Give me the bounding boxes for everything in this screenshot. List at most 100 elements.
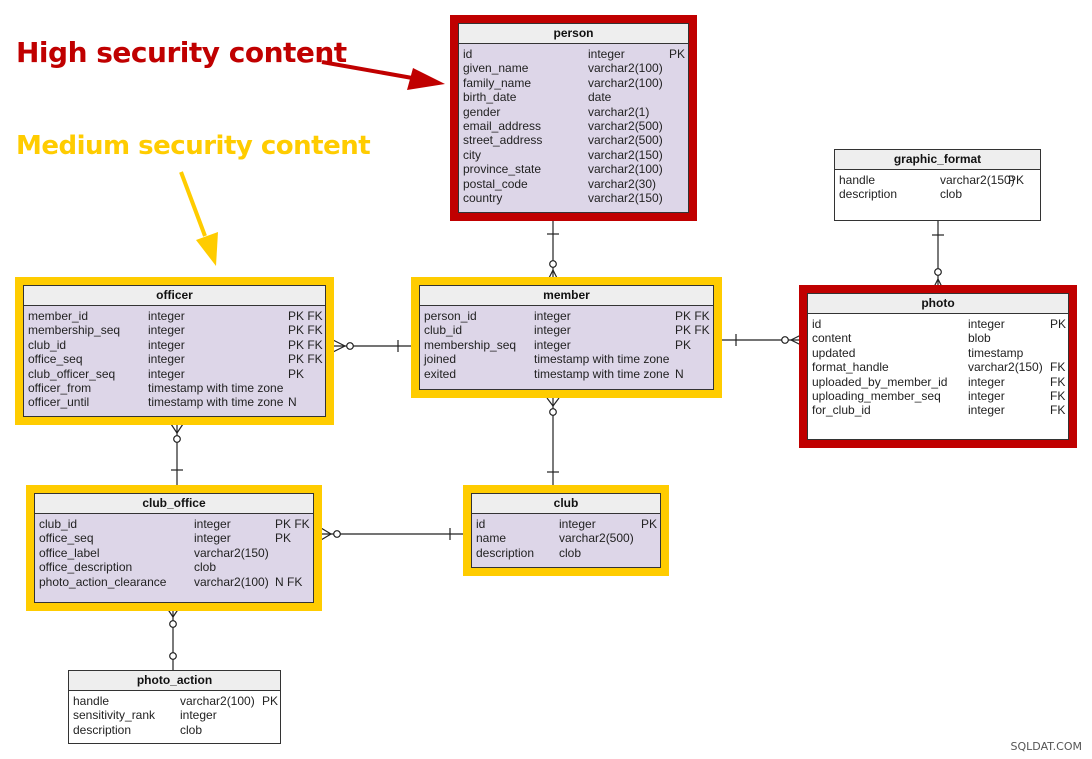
column-name: officer_from (28, 380, 92, 395)
column-type: timestamp with time zone (148, 395, 284, 410)
column-name: postal_code (463, 176, 528, 191)
column-type: integer (534, 309, 571, 323)
column-key: N (675, 366, 684, 381)
column-key: PK FK (675, 309, 710, 323)
column-type: integer (148, 323, 185, 338)
column-name: officer_until (28, 395, 90, 410)
column-type: clob (180, 722, 203, 737)
column-type: integer (148, 366, 185, 381)
column-name: description (476, 545, 535, 560)
column-key: PK FK (288, 352, 323, 367)
column-key: FK (1050, 403, 1066, 418)
column-type: integer (534, 323, 571, 338)
column-type: integer (194, 517, 231, 531)
column-name: membership_seq (424, 337, 517, 352)
entity-title: photo (808, 294, 1068, 314)
column-name: content (812, 331, 852, 346)
column-type: integer (588, 47, 625, 61)
column-key: PK (262, 694, 279, 708)
column-name: office_seq (39, 531, 94, 546)
column-row: person_id integer PK FK (420, 309, 713, 323)
column-name: country (463, 190, 503, 205)
column-key: PK FK (288, 309, 323, 323)
club-office-medium-security-frame (26, 485, 322, 611)
column-name: club_officer_seq (28, 366, 116, 381)
column-name: street_address (463, 133, 543, 148)
column-name: id (463, 47, 473, 61)
column-type: clob (194, 560, 217, 575)
column-name: club_id (28, 337, 67, 352)
member-medium-security-frame (411, 277, 722, 398)
column-type: varchar2(1) (588, 104, 650, 119)
column-type: integer (968, 388, 1005, 403)
column-type: integer (534, 337, 571, 352)
column-type: timestamp with time zone (148, 380, 284, 395)
column-type: varchar2(150) (940, 173, 1015, 187)
column-type: varchar2(100) (194, 574, 269, 589)
column-name: club_id (39, 517, 78, 531)
column-type: varchar2(500) (559, 531, 634, 546)
entity-title: person (459, 24, 688, 44)
high-security-arrow (321, 60, 445, 90)
entity-title: graphic_format (835, 150, 1040, 170)
column-name: birth_date (463, 90, 517, 105)
entity-title: club_office (35, 494, 313, 514)
column-name: handle (73, 694, 110, 708)
column-name: for_club_id (812, 403, 871, 418)
column-row: club_id integer PK FK (420, 323, 713, 337)
column-key: PK FK (288, 337, 323, 352)
column-key: PK FK (675, 323, 710, 338)
column-type: varchar2(150) (588, 147, 663, 162)
column-key: PK (641, 517, 658, 531)
column-name: office_label (39, 545, 100, 560)
entity-title: member (420, 286, 713, 306)
column-key: PK (288, 366, 305, 381)
column-key: PK (275, 531, 292, 546)
column-type: integer (180, 708, 217, 723)
column-name: club_id (424, 323, 463, 338)
column-name: family_name (463, 75, 532, 90)
column-type: integer (194, 531, 231, 546)
column-type: varchar2(500) (588, 133, 663, 148)
column-name: person_id (424, 309, 477, 323)
column-type: varchar2(150) (194, 545, 269, 560)
officer-medium-security-frame (15, 277, 334, 425)
column-key: PK FK (275, 517, 310, 531)
column-type: integer (968, 374, 1005, 389)
column-name: name (476, 531, 507, 546)
column-type: varchar2(100) (588, 61, 663, 76)
column-name: photo_action_clearance (39, 574, 167, 589)
entity-title: officer (24, 286, 325, 306)
